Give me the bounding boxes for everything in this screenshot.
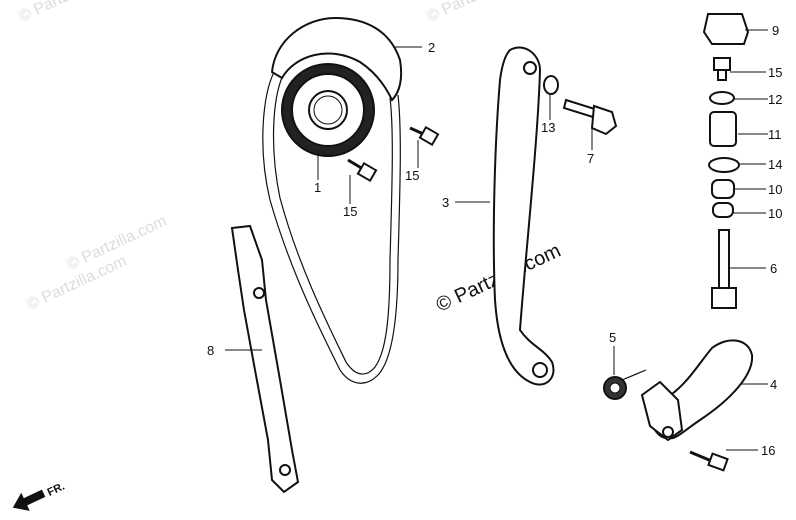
bolt-15-left <box>347 158 378 183</box>
watermark-top-left: © Partzilla.com <box>17 0 122 26</box>
tensioner-arm <box>640 339 754 442</box>
pivot-bolt-7 <box>562 98 618 136</box>
tensioner-rod-6 <box>711 229 737 309</box>
callout-15-right: 15 <box>405 168 419 183</box>
cam-sprocket <box>281 63 375 157</box>
front-direction-label: FR. <box>46 480 67 498</box>
callout-7: 7 <box>587 151 594 166</box>
callout-10-upper: 10 <box>768 182 782 197</box>
sealing-bolt-11 <box>709 111 737 147</box>
callout-1: 1 <box>314 180 321 195</box>
callout-2: 2 <box>428 40 435 55</box>
collar-10-lower <box>712 202 734 218</box>
watermark-top-center: © Partzilla.com <box>425 0 530 26</box>
collar-10-upper <box>711 179 735 199</box>
washer-12 <box>709 91 735 105</box>
washer-13 <box>543 75 559 95</box>
callout-9: 9 <box>772 23 779 38</box>
callout-10-lower: 10 <box>768 206 782 221</box>
callout-15-top: 15 <box>768 65 782 80</box>
callout-14: 14 <box>768 157 782 172</box>
bolt-15-top <box>713 57 731 81</box>
cap-9 <box>702 13 750 45</box>
callout-12: 12 <box>768 92 782 107</box>
cam-chain <box>262 16 403 384</box>
tensioner-slipper <box>230 224 300 494</box>
front-direction-arrow: FR. <box>12 480 67 511</box>
bolt-16 <box>689 450 729 472</box>
callout-5: 5 <box>609 330 616 345</box>
callout-3: 3 <box>442 195 449 210</box>
o-ring-14 <box>708 157 740 173</box>
callout-15-left: 15 <box>343 204 357 219</box>
callout-11: 11 <box>768 127 782 142</box>
callout-6: 6 <box>770 261 777 276</box>
bolt-15-right <box>409 125 440 147</box>
callout-8: 8 <box>207 343 214 358</box>
callout-4: 4 <box>770 377 777 392</box>
callout-13: 13 <box>541 120 555 135</box>
chain-guide <box>492 46 555 386</box>
callout-16: 16 <box>761 443 775 458</box>
tensioner-spring <box>603 369 647 400</box>
